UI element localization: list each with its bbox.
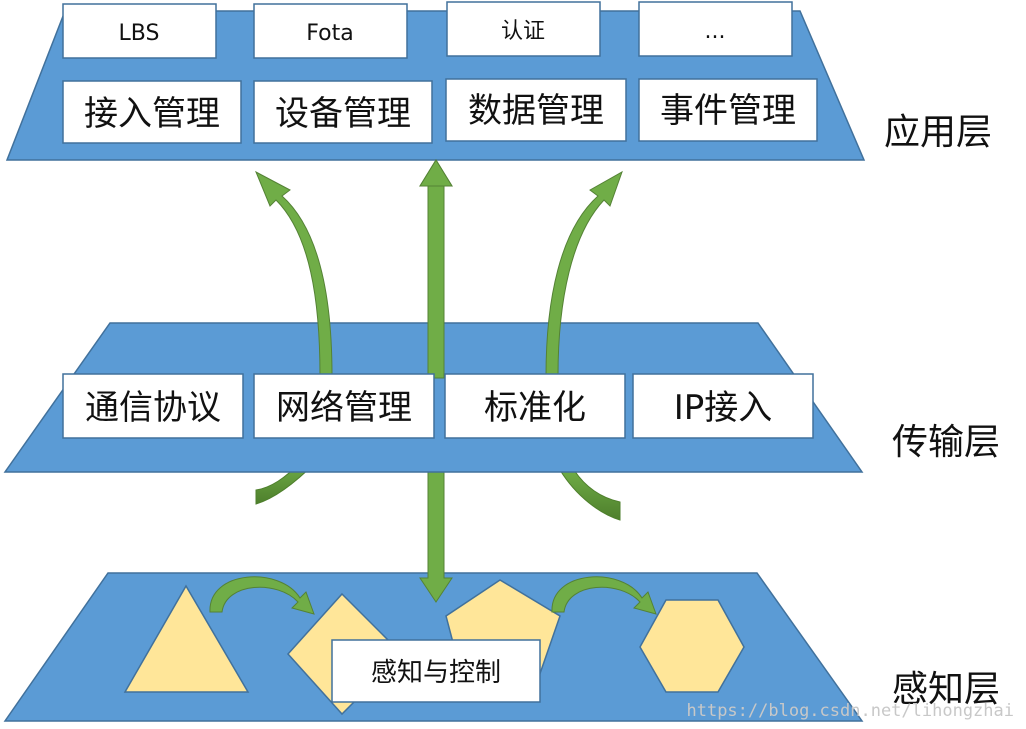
transport-layer-label: 传输层	[892, 422, 1000, 463]
app-module-label: 设备管理	[275, 94, 411, 134]
app-tab-2	[253, 3, 408, 59]
up-arrow-head	[419, 159, 453, 187]
transport-module-label: 通信协议	[85, 388, 221, 428]
app-module-1	[62, 80, 242, 144]
transport-module-label: IP接入	[674, 388, 773, 428]
app-tab-1	[62, 3, 217, 59]
perception-control-label: 感知与控制	[371, 658, 501, 688]
transport-module-label: 标准化	[484, 388, 586, 428]
curved-up-arrow-right	[545, 170, 623, 377]
transport-module-1	[62, 373, 244, 439]
app-tab-3	[446, 1, 601, 57]
hexagon-shape	[639, 599, 745, 693]
watermark: https://blog.csdn.net/lihongzhai	[686, 701, 1014, 721]
app-tab-label: 认证	[501, 19, 545, 44]
app-module-label: 数据管理	[468, 91, 604, 131]
app-tab-label: Fota	[306, 21, 353, 46]
app-tab-label: LBS	[119, 21, 160, 46]
app-module-label: 事件管理	[660, 91, 796, 131]
right-arrow-tail	[559, 469, 621, 521]
transport-module-3	[444, 373, 626, 439]
app-module-2	[253, 80, 433, 144]
application-layer-label: 应用层	[884, 112, 992, 153]
transport-module-4	[632, 373, 814, 439]
curved-up-arrow-left	[255, 170, 333, 377]
transport-module-label: 网络管理	[276, 388, 412, 428]
curved-arrow-right	[551, 576, 657, 615]
perception-control-box	[331, 639, 541, 703]
perception-layer-label: 感知层	[892, 669, 1000, 710]
curved-arrow-left	[209, 576, 315, 615]
transport-module-2	[253, 373, 435, 439]
app-module-4	[638, 78, 818, 142]
app-tab-4	[638, 1, 793, 57]
triangle-shape	[123, 584, 250, 693]
app-module-label: 接入管理	[84, 94, 220, 134]
app-module-3	[445, 78, 627, 142]
down-arrow	[419, 469, 453, 603]
app-tab-label: ...	[705, 19, 726, 44]
